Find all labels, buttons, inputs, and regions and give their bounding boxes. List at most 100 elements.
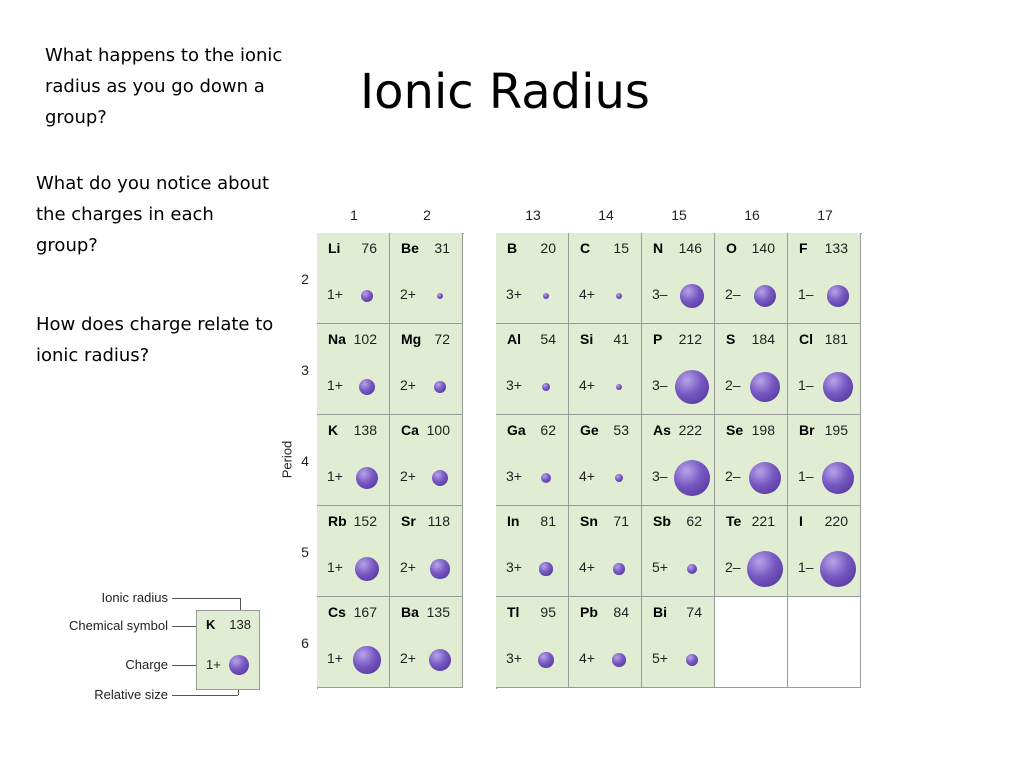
- ionic-radius-value: 74: [686, 604, 702, 620]
- ion-size-sphere: [747, 551, 783, 587]
- ion-charge: 1–: [798, 377, 814, 393]
- legend-relative-size-label: Relative size: [94, 687, 168, 702]
- ion-size-sphere: [539, 562, 553, 576]
- element-cell-sb: Sb 62 5+: [642, 506, 715, 597]
- period-number-4: 4: [301, 453, 309, 469]
- ion-charge: 3+: [506, 559, 522, 575]
- ion-charge: 1+: [327, 559, 343, 575]
- ionic-radius-value: 220: [824, 513, 848, 529]
- ion-size-sphere: [430, 559, 450, 579]
- legend-example-radius: 138: [229, 617, 251, 632]
- element-symbol: Ca: [401, 422, 419, 438]
- legend-relative-size-leader: [172, 695, 238, 696]
- element-cell-ga: Ga 62 3+: [496, 415, 569, 506]
- ion-size-sphere: [360, 289, 374, 303]
- element-cell-empty: [788, 597, 861, 688]
- ion-size-sphere: [616, 293, 622, 299]
- element-symbol: O: [726, 240, 737, 256]
- ion-size-sphere: [674, 460, 710, 496]
- ionic-radius-value: 195: [824, 422, 848, 438]
- ionic-radius-value: 84: [613, 604, 629, 620]
- ion-charge: 4+: [579, 286, 595, 302]
- ionic-radius-value: 221: [751, 513, 775, 529]
- element-cell-empty: [715, 597, 788, 688]
- ionic-radius-value: 102: [353, 331, 377, 347]
- ion-size-sphere: [686, 563, 698, 575]
- legend-example-ion-sphere: [229, 655, 249, 675]
- period-number-5: 5: [301, 544, 309, 560]
- ion-size-sphere: [614, 473, 624, 483]
- group-number-1: 1: [350, 207, 358, 223]
- ion-size-sphere: [750, 372, 780, 402]
- element-symbol: Tl: [507, 604, 520, 620]
- ion-size-sphere: [612, 653, 626, 667]
- element-symbol: Te: [726, 513, 742, 529]
- ion-size-sphere: [822, 462, 854, 494]
- element-symbol: In: [507, 513, 520, 529]
- group-number-17: 17: [817, 207, 833, 223]
- legend-example-symbol: K: [206, 617, 216, 632]
- ionic-radius-value: 167: [353, 604, 377, 620]
- ion-charge: 1+: [327, 377, 343, 393]
- legend-example-cell: K 138 1+: [196, 610, 260, 690]
- ion-size-sphere: [541, 382, 551, 392]
- ion-charge: 2+: [400, 286, 416, 302]
- ionic-radius-value: 181: [824, 331, 848, 347]
- ionic-radius-value: 212: [678, 331, 702, 347]
- ion-charge: 1+: [327, 650, 343, 666]
- question-ionic-radius-down-group: What happens to the ionic radius as you …: [45, 45, 283, 128]
- ionic-radius-value: 62: [686, 513, 702, 529]
- element-symbol: Ga: [507, 422, 526, 438]
- ionic-radius-value: 138: [353, 422, 377, 438]
- ion-charge: 3–: [652, 468, 668, 484]
- element-symbol: N: [653, 240, 664, 256]
- ion-size-sphere: [353, 646, 381, 674]
- ion-size-sphere: [431, 469, 449, 487]
- group-number-15: 15: [671, 207, 687, 223]
- element-symbol: Li: [328, 240, 341, 256]
- legend-ionic-radius-leader: [172, 598, 240, 599]
- element-symbol: Se: [726, 422, 744, 438]
- ion-charge: 4+: [579, 650, 595, 666]
- ion-charge: 5+: [652, 559, 668, 575]
- ion-size-sphere: [429, 649, 451, 671]
- ionic-radius-value: 133: [824, 240, 848, 256]
- ion-size-sphere: [354, 556, 380, 582]
- ionic-radius-value: 41: [613, 331, 629, 347]
- ion-charge: 4+: [579, 468, 595, 484]
- group-number-13: 13: [525, 207, 541, 223]
- ion-charge: 3–: [652, 286, 668, 302]
- element-symbol: P: [653, 331, 663, 347]
- legend-charge-leader: [172, 665, 202, 666]
- ion-size-sphere: [615, 383, 623, 391]
- ion-size-sphere: [540, 472, 552, 484]
- group-number-2: 2: [423, 207, 431, 223]
- element-symbol: Sb: [653, 513, 671, 529]
- ion-size-sphere: [686, 654, 698, 666]
- element-symbol: Be: [401, 240, 419, 256]
- element-symbol: Br: [799, 422, 815, 438]
- ionic-radius-value: 62: [540, 422, 556, 438]
- ion-charge: 3+: [506, 468, 522, 484]
- ion-charge: 1+: [327, 468, 343, 484]
- element-symbol: Ba: [401, 604, 419, 620]
- question-charges-in-group: What do you notice about the charges in …: [36, 173, 270, 256]
- ionic-radius-value: 53: [613, 422, 629, 438]
